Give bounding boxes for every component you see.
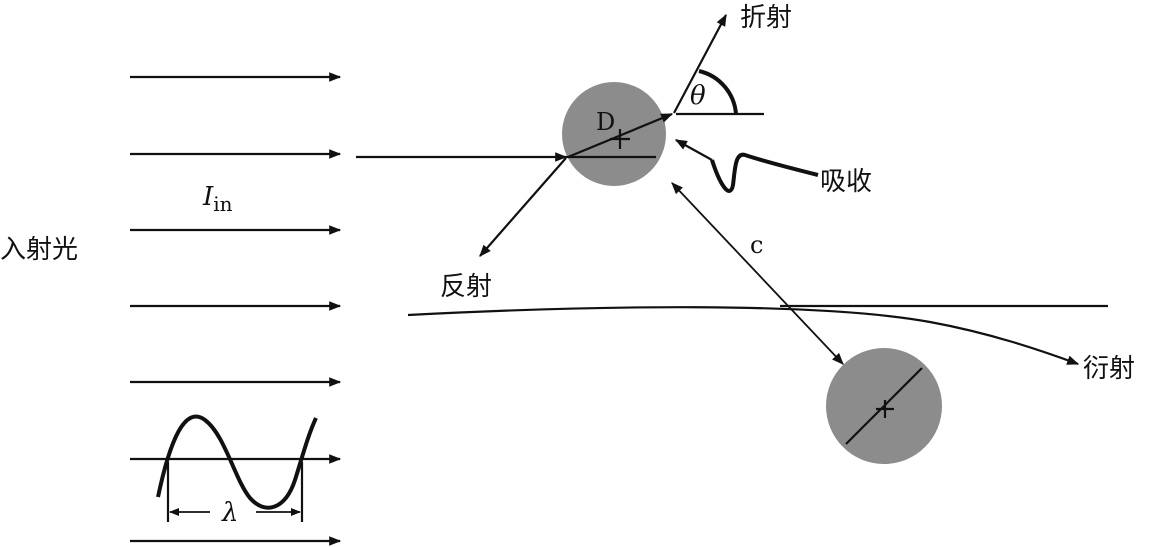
incident-light-label: 入射光 (0, 235, 78, 265)
internal-ray (567, 112, 674, 159)
incident-rays (130, 72, 342, 546)
reflection-ray (479, 157, 567, 257)
diffraction-ray (407, 306, 1080, 366)
angle-arc (698, 69, 738, 115)
angle-label: θ (690, 81, 706, 111)
absorption-label: 吸收 (820, 167, 872, 197)
distance-line (671, 182, 844, 365)
refraction-ray (673, 13, 727, 114)
intensity-label: Iin (202, 182, 233, 216)
distance-label: c (750, 231, 763, 259)
absorption-arrow (674, 139, 713, 161)
refraction-label: 折射 (740, 3, 792, 33)
absorption-squiggle (710, 152, 819, 193)
wave-curve (156, 414, 318, 510)
particle-main (562, 82, 666, 186)
reflection-label: 反射 (440, 272, 492, 302)
diffraction-label: 衍射 (1083, 354, 1135, 384)
wavelength-label: λ (221, 498, 238, 528)
diameter-label: D (596, 108, 615, 136)
